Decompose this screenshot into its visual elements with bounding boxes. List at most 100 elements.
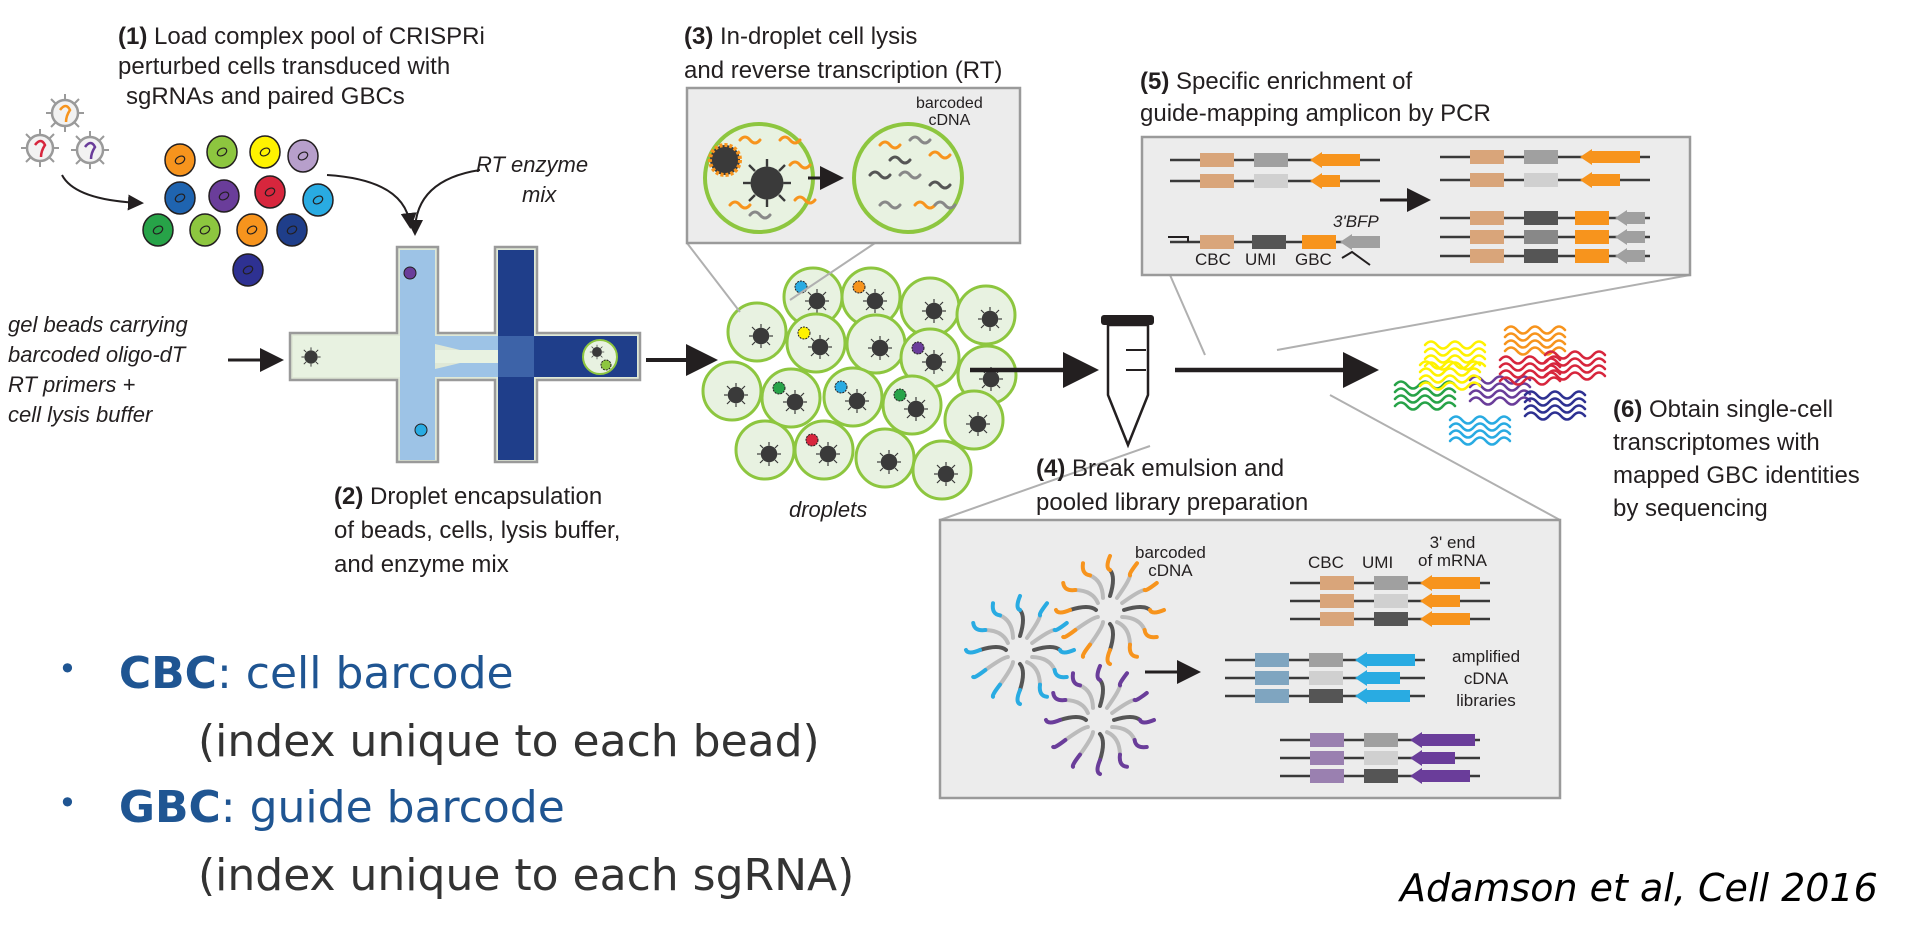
barcoded-cdna-3-l2: cDNA <box>928 111 971 129</box>
droplet <box>785 312 847 374</box>
step6-number: (6) <box>1613 396 1643 423</box>
step6-title: (6) Obtain single-cell <box>1613 395 1833 424</box>
step3-title: (3) In-droplet cell lysis <box>684 22 917 51</box>
transcriptome-reads <box>1393 325 1607 446</box>
step5-line1: Specific enrichment of <box>1176 68 1413 95</box>
citation: Adamson et al, Cell 2016 <box>1400 866 1878 910</box>
droplet <box>854 427 916 489</box>
arrow-rt-mix <box>407 169 481 236</box>
cell <box>142 213 174 247</box>
droplets-label: droplets <box>789 497 868 522</box>
cell <box>249 135 281 169</box>
droplet <box>845 313 907 375</box>
bullet-gbc-def: : guide barcode <box>220 782 565 833</box>
droplet-cluster <box>701 266 1018 501</box>
rt-enzyme-label-2: mix <box>522 182 557 207</box>
gel-beads-line1: gel beads carrying <box>8 312 188 337</box>
bullet-cbc-term: CBC <box>118 648 217 699</box>
virus-icon <box>69 129 111 171</box>
step2-number: (2) <box>334 483 364 510</box>
step4-line1: Break emulsion and <box>1072 455 1285 482</box>
step4-number: (4) <box>1036 455 1066 482</box>
step2-line1: Droplet encapsulation <box>370 483 603 510</box>
tube-icon <box>1101 315 1154 449</box>
cell <box>302 183 334 217</box>
cell <box>236 213 268 247</box>
bullet-gbc-sub: (index unique to each sgRNA) <box>198 850 855 901</box>
barcoded-cdna-4-l1: barcoded <box>1135 543 1206 562</box>
step3-line1: In-droplet cell lysis <box>720 23 918 50</box>
step6-line2: transcriptomes with <box>1613 429 1820 456</box>
amplified-l3: libraries <box>1456 691 1516 711</box>
lysis-zoom-panel <box>685 86 1022 313</box>
cell <box>276 213 308 247</box>
barcoded-cdna-3: barcoded cDNA <box>916 95 983 130</box>
step1-number: (1) <box>118 23 148 50</box>
cdna-cluster <box>1044 664 1156 776</box>
cell <box>189 213 221 247</box>
microfluidic-chip <box>288 245 642 464</box>
droplet <box>911 439 973 501</box>
pcr-enrichment-panel <box>1140 135 1692 356</box>
amplified-libraries-label: amplified cDNA libraries <box>1452 646 1520 712</box>
barcoded-cdna-4-l2: cDNA <box>1148 560 1193 580</box>
step5-title: (5) Specific enrichment of <box>1140 67 1412 96</box>
bullet-gbc-term: GBC <box>118 782 221 833</box>
step3-number: (3) <box>684 23 714 50</box>
library-prep-panel <box>938 394 1562 800</box>
droplet <box>881 374 943 436</box>
step5-number: (5) <box>1140 68 1170 95</box>
droplet <box>701 360 763 422</box>
cell <box>164 181 196 215</box>
step1-line2: perturbed cells transduced with <box>118 53 451 80</box>
bullet-cbc: • CBC: cell barcode <box>58 648 514 699</box>
step2-line3: and enzyme mix <box>334 551 509 578</box>
step2-line2: of beads, cells, lysis buffer, <box>334 517 621 544</box>
gel-beads-line3: RT primers + <box>8 372 136 397</box>
step1-title: (1) Load complex pool of CRISPRi <box>118 22 485 51</box>
step5-line2: guide-mapping amplicon by PCR <box>1140 100 1491 127</box>
step6-line1: Obtain single-cell <box>1649 396 1834 423</box>
gel-beads-line4: cell lysis buffer <box>8 402 153 427</box>
barcoded-cdna-3-l1: barcoded <box>916 95 983 112</box>
step1-line1: Load complex pool of CRISPRi <box>154 23 485 50</box>
cdna-cluster <box>964 594 1076 706</box>
cell-pool <box>142 135 334 287</box>
droplet <box>760 367 822 429</box>
droplet <box>822 366 884 428</box>
mrna-end-l1: 3' end <box>1429 533 1476 552</box>
step6-line4: by sequencing <box>1613 495 1768 522</box>
cell <box>232 253 264 287</box>
amplified-l2: cDNA <box>1463 669 1509 689</box>
droplet <box>734 419 796 481</box>
umi-label-5: UMI <box>1245 250 1277 269</box>
cbc-label-4: CBC <box>1308 553 1344 572</box>
bullet-cbc-def: : cell barcode <box>216 648 514 699</box>
droplet <box>899 276 961 338</box>
virus-icon <box>44 92 86 134</box>
bfp-label: 3'BFP <box>1333 212 1379 231</box>
droplet <box>955 284 1017 346</box>
step6-line3: mapped GBC identities <box>1613 462 1860 489</box>
cell <box>206 135 238 169</box>
cell <box>254 175 286 209</box>
barcoded-cdna-4: barcoded cDNA <box>1135 544 1206 580</box>
droplet <box>726 301 788 363</box>
step2-title: (2) Droplet encapsulation <box>334 482 602 511</box>
cdna-cluster <box>1054 554 1166 666</box>
step3-line2: and reverse transcription (RT) <box>684 57 1003 84</box>
virus-icon <box>19 127 61 169</box>
arrow-cells-to-chip <box>326 174 417 229</box>
mrna-end-label: 3' end of mRNA <box>1418 534 1487 570</box>
step4-title: (4) Break emulsion and <box>1036 454 1284 483</box>
cell <box>287 139 319 173</box>
cbc-label-5: CBC <box>1195 250 1231 269</box>
bullet-gbc: • GBC: guide barcode <box>58 782 565 833</box>
virus-group <box>19 92 144 211</box>
gbc-label-5: GBC <box>1295 250 1332 269</box>
step4-line2: pooled library preparation <box>1036 489 1309 516</box>
umi-label-4: UMI <box>1362 553 1394 572</box>
gel-beads-line2: barcoded oligo-dT <box>8 342 186 367</box>
